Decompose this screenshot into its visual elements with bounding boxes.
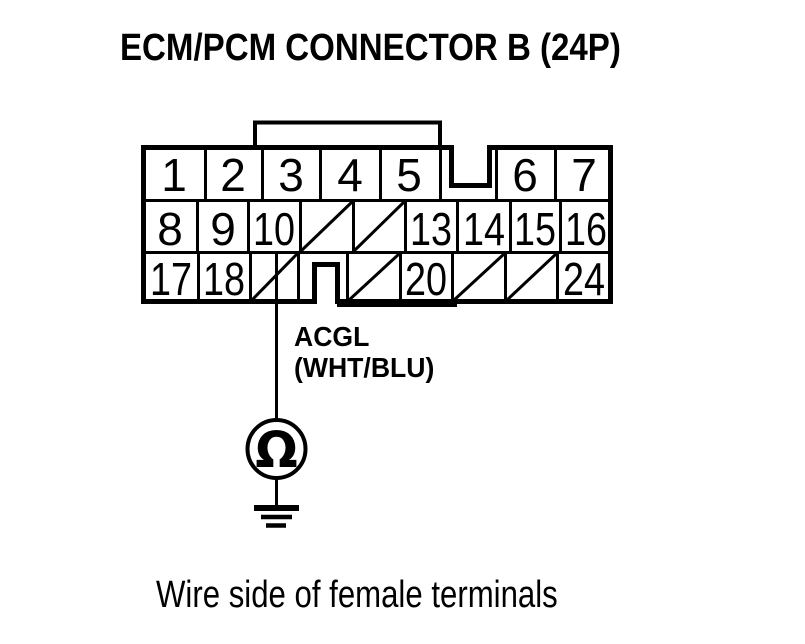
blocked-cell-diagonal — [352, 200, 406, 253]
ground-icon — [254, 505, 299, 528]
blocked-cell-diagonal — [451, 252, 506, 303]
ohmmeter-symbol: Ω — [245, 418, 308, 480]
wire-label: ACGL (WHT/BLU) — [294, 321, 434, 383]
pin-label-20: 20 — [405, 253, 447, 305]
blocked-cell-diagonal — [299, 200, 354, 253]
pin-label-15: 15 — [514, 203, 556, 255]
pin-label-17: 17 — [150, 253, 192, 305]
pin-row-2: 8 9 10 13 14 15 16 — [157, 203, 607, 255]
pin-label-8: 8 — [157, 203, 183, 255]
blocked-cell-diagonal — [249, 252, 299, 303]
pin-label-24: 24 — [563, 253, 605, 305]
connector-body-outline — [141, 145, 613, 304]
pin-label-3: 3 — [278, 149, 304, 201]
blocked-cell-diagonal — [346, 252, 401, 303]
pin-label-7: 7 — [571, 149, 597, 201]
pin-label-5: 5 — [396, 149, 422, 201]
page-title: ECM/PCM CONNECTOR B (24P) — [120, 27, 621, 69]
wire-signal-name: ACGL — [294, 321, 370, 352]
pin-row-3: 17 18 20 24 — [150, 253, 605, 305]
pin-label-4: 4 — [337, 149, 363, 201]
diagram-caption: Wire side of female terminals — [156, 574, 558, 616]
pin-label-14: 14 — [463, 203, 505, 255]
ohmmeter-icon: Ω — [255, 421, 298, 479]
pin-label-16: 16 — [565, 203, 607, 255]
wire-color-code: (WHT/BLU) — [294, 352, 435, 383]
blocked-cell-marks — [249, 200, 558, 303]
pin-label-18: 18 — [203, 253, 245, 305]
pin-label-6: 6 — [512, 149, 538, 201]
pin-label-9: 9 — [210, 203, 236, 255]
pin-label-2: 2 — [220, 149, 246, 201]
connector-top-tab — [253, 120, 442, 146]
blocked-cell-diagonal — [504, 252, 558, 303]
grid-lines — [143, 147, 611, 302]
pin-label-1: 1 — [161, 149, 187, 201]
pin-row-1: 1 2 3 4 5 6 7 — [161, 149, 597, 201]
pin-label-13: 13 — [410, 203, 452, 255]
pin-label-10: 10 — [253, 203, 295, 255]
